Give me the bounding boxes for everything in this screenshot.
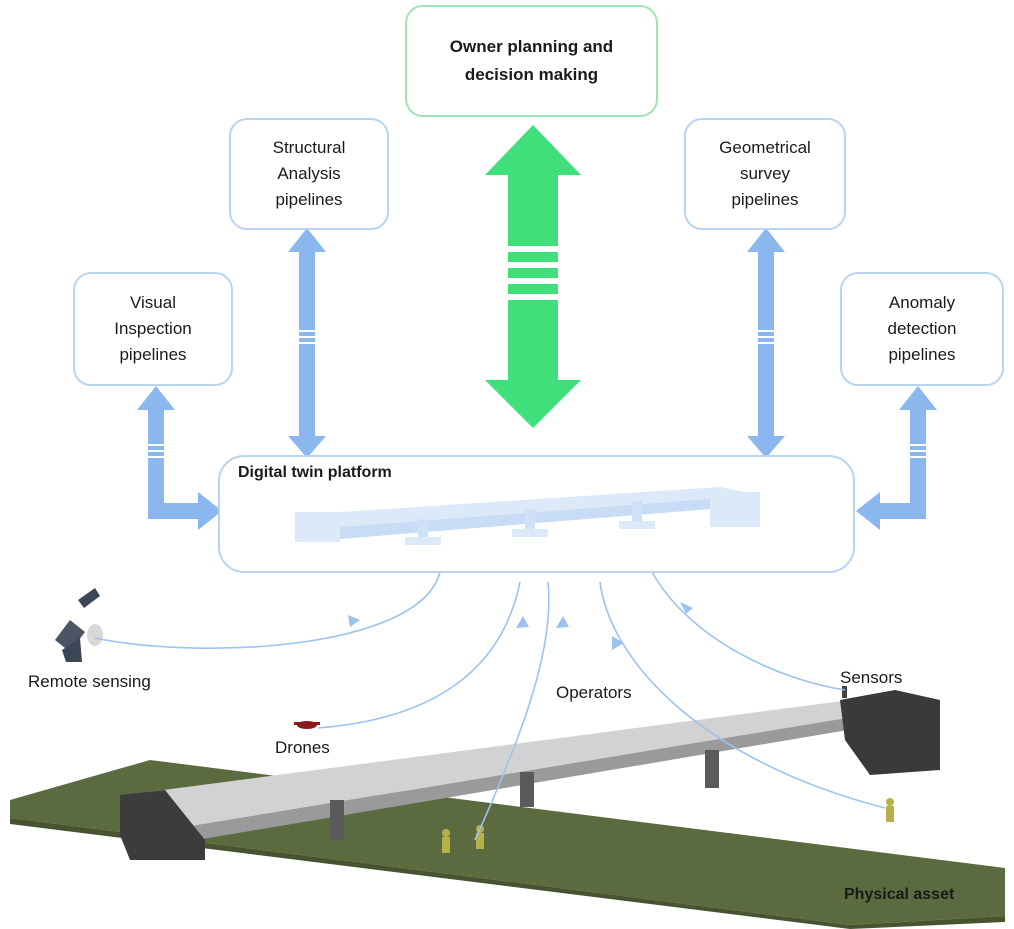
anomaly-box: Anomaly detection pipelines <box>840 272 1004 386</box>
platform-bridge-model <box>295 487 760 545</box>
anomaly-box-label: Anomaly detection pipelines <box>887 293 957 364</box>
bridge-abutment-right <box>840 690 940 775</box>
satellite-icon <box>55 588 103 662</box>
structural-box-label: Structural Analysis pipelines <box>272 138 346 209</box>
bridge-pier <box>705 750 719 788</box>
digital-twin-platform-box <box>218 455 855 573</box>
bridge-deck-side <box>180 710 895 842</box>
link-remote-sensing <box>94 571 441 649</box>
link-operators-2 <box>599 581 886 809</box>
owner-box-label: Owner planning and decision making <box>449 37 614 84</box>
bridge-deck <box>125 700 895 828</box>
visual-box-label: Visual Inspection pipelines <box>114 293 192 364</box>
owner-box: Owner planning and decision making <box>405 5 658 117</box>
label-sensors: Sensors <box>840 668 903 687</box>
arrow-structural <box>288 228 326 458</box>
link-sensors <box>651 571 846 691</box>
arrow-owner <box>485 125 581 428</box>
link-drones <box>317 581 521 729</box>
label-operators: Operators <box>556 683 632 702</box>
drone-icon <box>294 721 320 729</box>
arrow-anomaly <box>856 386 937 530</box>
label-physical-asset: Physical asset <box>844 886 955 903</box>
label-remote-sensing: Remote sensing <box>28 672 151 691</box>
structural-box: Structural Analysis pipelines <box>229 118 389 230</box>
label-drones: Drones <box>275 738 330 757</box>
bridge-abutment-left <box>120 790 205 860</box>
bridge-pier <box>330 800 344 840</box>
sensor-device <box>842 686 847 698</box>
geometrical-box: Geometrical survey pipelines <box>684 118 846 230</box>
arrow-visual <box>137 386 222 530</box>
platform-title: Digital twin platform <box>238 464 392 481</box>
link-operators-1 <box>474 581 550 841</box>
arrow-geometrical <box>747 228 785 458</box>
visual-box: Visual Inspection pipelines <box>73 272 233 386</box>
bridge-pier <box>520 772 534 807</box>
geometrical-box-label: Geometrical survey pipelines <box>719 138 811 209</box>
